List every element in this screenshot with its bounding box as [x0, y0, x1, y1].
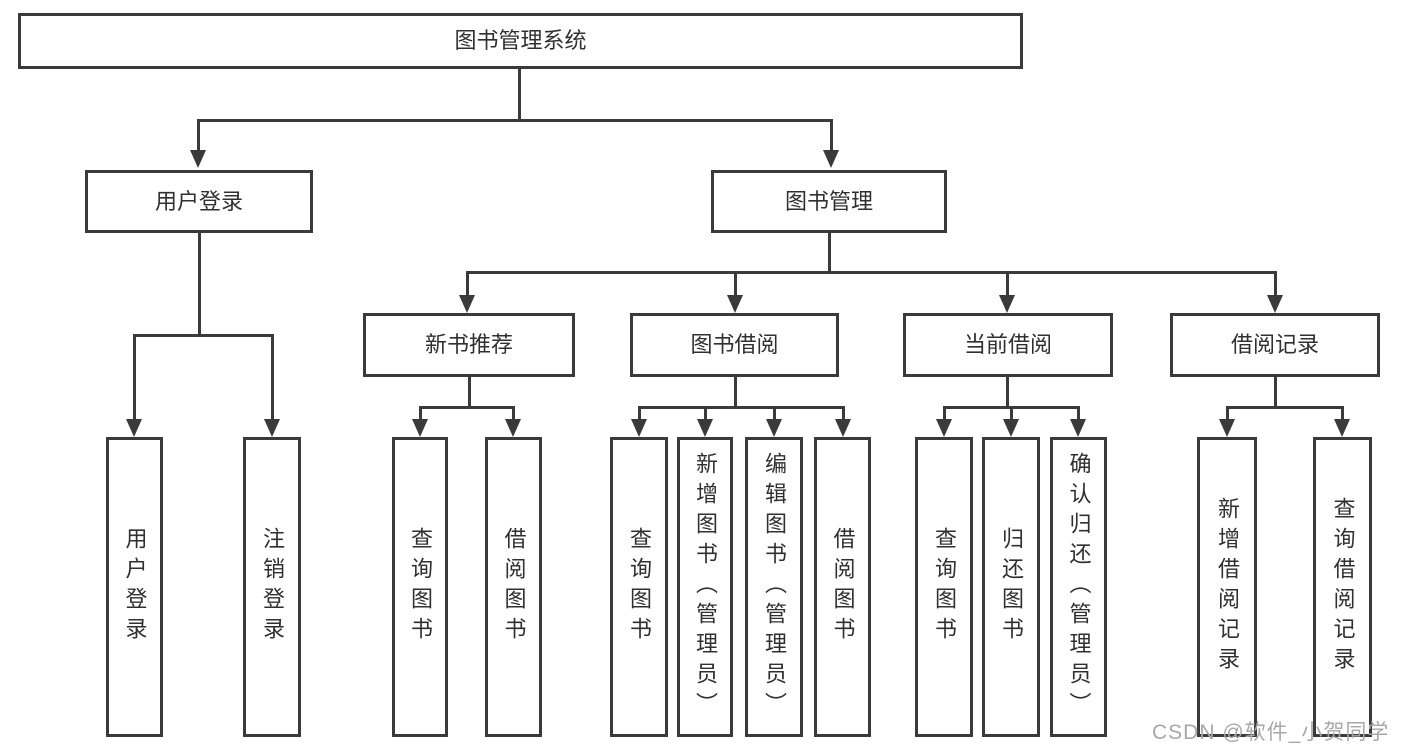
node-root: 图书管理系统 [18, 13, 1023, 69]
leaf-query-books-recommend: 查询图书 [392, 437, 448, 737]
arrow-down-icon [766, 419, 782, 437]
connector-line [734, 377, 737, 408]
node-label: 用户登录 [154, 188, 243, 214]
node-label: 图书管理 [784, 188, 873, 214]
connector-line [828, 233, 831, 273]
leaf-add-books-admin: 新增图书（管理员） [677, 437, 733, 737]
leaf-return-books: 归还图书 [982, 437, 1040, 737]
leaf-query-books-current: 查询图书 [915, 437, 973, 737]
leaf-label: 编辑图书（管理员） [762, 452, 787, 722]
leaf-edit-books-admin: 编辑图书（管理员） [745, 437, 803, 737]
connector-line [1010, 406, 1013, 424]
connector-line [518, 69, 521, 120]
node-label: 图书借阅 [690, 332, 779, 357]
arrow-down-icon [823, 150, 839, 168]
node-user-login: 用户登录 [85, 170, 313, 233]
connector-line [271, 334, 274, 420]
leaf-label: 查询借阅记录 [1330, 497, 1356, 677]
leaf-logout-login: 注销登录 [243, 437, 301, 737]
arrow-down-icon [1070, 419, 1086, 437]
node-new-book-recommend: 新书推荐 [363, 313, 575, 377]
leaf-label: 查询图书 [627, 527, 652, 647]
leaf-borrow-books: 借阅图书 [814, 437, 871, 737]
arrow-down-icon [1219, 419, 1235, 437]
connector-line [1226, 406, 1229, 424]
leaf-confirm-return-admin: 确认归还（管理员） [1050, 437, 1107, 737]
connector-line [842, 406, 845, 424]
connector-line [466, 271, 469, 297]
leaf-label: 注销登录 [260, 527, 285, 647]
node-borrowing-records: 借阅记录 [1170, 313, 1380, 377]
connector-line [734, 271, 737, 297]
connector-line [133, 334, 136, 420]
connector-line [638, 406, 844, 409]
arrow-down-icon [190, 150, 206, 168]
leaf-label: 新增图书（管理员） [693, 452, 718, 722]
connector-line [512, 406, 515, 424]
node-current-borrowing: 当前借阅 [903, 313, 1113, 377]
connector-line [197, 119, 200, 155]
arrow-down-icon [835, 419, 851, 437]
connector-line [468, 377, 471, 408]
connector-line [1341, 406, 1344, 424]
arrow-down-icon [459, 295, 475, 313]
leaf-label: 新增借阅记录 [1215, 497, 1240, 677]
connector-line [1077, 406, 1080, 424]
node-label: 借阅记录 [1230, 332, 1319, 357]
node-label: 当前借阅 [963, 332, 1052, 357]
leaf-label: 归还图书 [999, 527, 1024, 647]
connector-line [133, 334, 274, 337]
arrow-down-icon [505, 419, 521, 437]
arrow-down-icon [264, 419, 280, 437]
arrow-down-icon [1267, 295, 1283, 313]
connector-line [638, 406, 641, 424]
arrow-down-icon [412, 419, 428, 437]
connector-line [1006, 377, 1009, 408]
arrow-down-icon [1003, 419, 1019, 437]
leaf-user-login: 用户登录 [106, 437, 163, 737]
arrow-down-icon [697, 419, 713, 437]
arrow-down-icon [631, 419, 647, 437]
node-label: 图书管理系统 [454, 28, 587, 53]
arrow-down-icon [936, 419, 952, 437]
leaf-label: 借阅图书 [501, 527, 527, 647]
connector-line [1274, 377, 1277, 408]
connector-line [466, 271, 1277, 274]
leaf-add-borrow-record: 新增借阅记录 [1197, 437, 1257, 737]
connector-line [197, 119, 833, 122]
leaf-borrow-books-recommend: 借阅图书 [485, 437, 542, 737]
leaf-label: 借阅图书 [830, 527, 856, 647]
leaf-query-borrow-record: 查询借阅记录 [1313, 437, 1372, 737]
node-book-borrowing: 图书借阅 [630, 313, 839, 377]
connector-line [943, 406, 946, 424]
arrow-down-icon [999, 295, 1015, 313]
connector-line [704, 406, 707, 424]
connector-line [1226, 406, 1344, 409]
leaf-label: 查询图书 [408, 527, 433, 647]
node-book-management: 图书管理 [711, 170, 947, 233]
connector-line [830, 119, 833, 155]
connector-line [773, 406, 776, 424]
leaf-label: 查询图书 [932, 527, 957, 647]
leaf-query-books-borrowing: 查询图书 [610, 437, 668, 737]
watermark-text: CSDN @软件_小贺同学 [1152, 721, 1390, 744]
connector-line [1274, 271, 1277, 297]
connector-line [198, 233, 201, 336]
arrow-down-icon [126, 419, 142, 437]
connector-line [419, 406, 515, 409]
leaf-label: 用户登录 [122, 527, 148, 647]
leaf-label: 确认归还（管理员） [1066, 452, 1092, 722]
connector-line [419, 406, 422, 424]
arrow-down-icon [727, 295, 743, 313]
connector-line [1006, 271, 1009, 297]
node-label: 新书推荐 [424, 332, 513, 357]
arrow-down-icon [1334, 419, 1350, 437]
